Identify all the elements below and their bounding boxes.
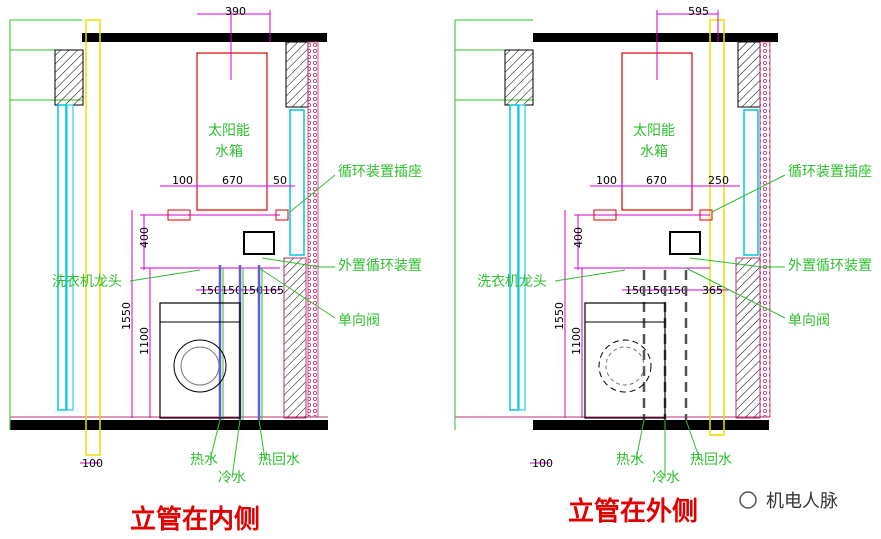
right-valve-label: 单向阀 [788, 313, 830, 329]
left-faucet-label: 洗衣机龙头 [52, 274, 122, 290]
right-dim-400: 400 [572, 227, 585, 248]
left-loop-device [243, 231, 275, 255]
left-valve-label: 单向阀 [338, 313, 380, 329]
left-dim-p2: 150 [221, 284, 242, 297]
left-washing-machine [159, 302, 241, 419]
right-wall-column [504, 49, 534, 106]
watermark: 机电人脉 [739, 491, 838, 512]
left-return-label: 热回水 [258, 452, 300, 468]
right-dim-top: 595 [688, 5, 709, 18]
right-faucet-label: 洗衣机龙头 [477, 274, 547, 290]
left-cold-label: 冷水 [218, 470, 246, 486]
right-caption: 立管在外侧 [568, 496, 698, 527]
left-tank-label-2: 水箱 [215, 144, 243, 160]
right-tank-label-2: 水箱 [640, 144, 668, 160]
right-bottom-slab [533, 420, 769, 430]
left-top-slab [82, 33, 327, 42]
right-yellow-strip [709, 19, 725, 436]
wechat-icon [739, 491, 757, 509]
right-dim-1100: 1100 [570, 327, 583, 355]
right-dim-250: 250 [708, 174, 729, 187]
left-dim-1100: 1100 [138, 327, 151, 355]
left-solar-tank [196, 52, 268, 211]
right-cold-label: 冷水 [652, 470, 680, 486]
right-loop-device [669, 231, 701, 255]
left-tank-label-1: 太阳能 [208, 123, 250, 139]
left-dim-100: 100 [172, 174, 193, 187]
left-hot-label: 热水 [190, 452, 218, 468]
left-bottom-slab [10, 420, 328, 430]
left-dim-p4: 165 [263, 284, 284, 297]
right-right-wall-bottom [735, 257, 761, 419]
right-dim-100: 100 [596, 174, 617, 187]
right-tank-label-1: 太阳能 [633, 123, 675, 139]
right-dim-p1: 150 [625, 284, 646, 297]
left-socket-label: 循环装置插座 [338, 164, 422, 180]
right-dim-1550: 1550 [553, 302, 566, 330]
right-dim-bottom: 100 [532, 457, 553, 470]
left-caption: 立管在内侧 [130, 504, 260, 535]
right-loop-label: 外置循环装置 [788, 258, 872, 274]
left-dim-bottom: 100 [82, 457, 103, 470]
left-loop-label: 外置循环装置 [338, 258, 422, 274]
left-dim-50: 50 [273, 174, 287, 187]
right-panel: 太阳能 水箱 595 100 670 250 400 1550 1100 150… [454, 5, 872, 527]
right-dim-p4: 365 [702, 284, 723, 297]
left-panel: 太阳能 水箱 390 100 670 50 400 1550 1100 150 … [9, 5, 422, 535]
watermark-text: 机电人脉 [766, 491, 838, 512]
right-top-slab [533, 33, 778, 42]
right-dim-670: 670 [646, 174, 667, 187]
right-washing-machine [584, 302, 666, 419]
right-right-wall-top [737, 41, 761, 108]
left-dim-top: 390 [225, 5, 246, 18]
right-hot-label: 热水 [616, 452, 644, 468]
right-socket-label: 循环装置插座 [788, 164, 872, 180]
left-yellow-strip [85, 19, 101, 456]
right-dim-p3: 150 [667, 284, 688, 297]
left-dim-1550: 1550 [120, 302, 133, 330]
left-right-wall-bottom [283, 257, 307, 419]
left-right-wall-top [285, 41, 309, 108]
right-return-label: 热回水 [690, 452, 732, 468]
left-dim-670: 670 [222, 174, 243, 187]
left-dim-400: 400 [138, 227, 151, 248]
left-dim-p1: 150 [200, 284, 221, 297]
right-dim-p2: 150 [646, 284, 667, 297]
left-wall-column [54, 49, 84, 106]
